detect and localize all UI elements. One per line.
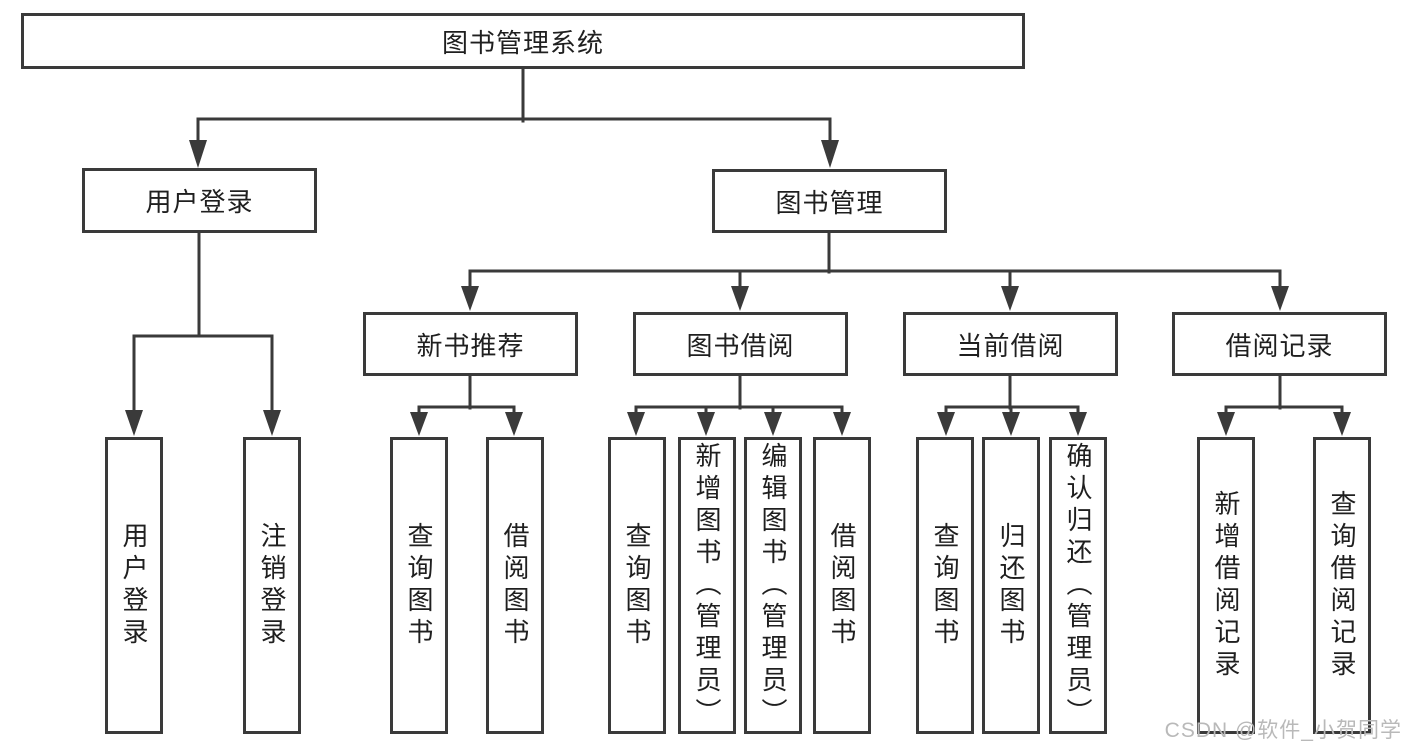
leaf-label: 查询图书 (404, 521, 434, 650)
leaf-label: 编辑图书（管理员） (758, 441, 788, 730)
arrow-icon (697, 412, 715, 436)
node-current-borrow-label: 当前借阅 (956, 330, 1065, 361)
node-user-login-label: 用户登录 (145, 187, 254, 217)
arrow-icon (263, 410, 281, 436)
leaf-label: 新增借阅记录 (1211, 489, 1241, 682)
node-current-borrow-leaf-query-books: 查询图书 (916, 437, 974, 734)
arrow-icon (1333, 412, 1351, 436)
node-book-borrow: 图书借阅 (633, 312, 848, 376)
arrow-icon (833, 412, 851, 436)
node-borrow-records-leaf-query-record: 查询借阅记录 (1313, 437, 1371, 734)
leaf-label: 注销登录 (257, 521, 287, 650)
node-current-borrow-leaf-confirm-return-admin: 确认归还（管理员） (1049, 437, 1107, 734)
node-book-borrow-leaf-query-books: 查询图书 (608, 437, 666, 734)
arrow-icon (1001, 286, 1019, 311)
arrow-icon (821, 140, 839, 168)
arrow-icon (461, 286, 479, 311)
node-user-login-leaf-logout: 注销登录 (243, 437, 301, 734)
arrow-icon (1271, 286, 1289, 311)
arrow-icon (125, 410, 143, 436)
arrow-icon (410, 412, 428, 436)
leaf-label: 查询图书 (622, 521, 652, 650)
leaf-label: 归还图书 (996, 521, 1026, 650)
leaf-label: 确认归还（管理员） (1063, 441, 1093, 730)
node-current-borrow: 当前借阅 (903, 312, 1118, 376)
node-borrow-records-label: 借阅记录 (1225, 330, 1334, 361)
arrow-icon (189, 140, 207, 168)
arrow-icon (1069, 412, 1087, 436)
leaf-label: 查询图书 (930, 521, 960, 650)
node-borrow-records-leaf-add-record: 新增借阅记录 (1197, 437, 1255, 734)
connector-path (132, 67, 1344, 418)
node-borrow-records: 借阅记录 (1172, 312, 1387, 376)
node-book-borrow-leaf-borrow-books: 借阅图书 (813, 437, 871, 734)
node-current-borrow-leaf-return-books: 归还图书 (982, 437, 1040, 734)
node-book-borrow-leaf-edit-books-admin: 编辑图书（管理员） (744, 437, 802, 734)
node-new-book-recommend-label: 新书推荐 (416, 330, 525, 361)
node-book-management-label: 图书管理 (775, 187, 884, 218)
leaf-label: 查询借阅记录 (1327, 489, 1357, 682)
leaf-label: 借阅图书 (827, 521, 857, 650)
node-new-book-leaf-borrow-books: 借阅图书 (486, 437, 544, 734)
node-user-login-leaf-login: 用户登录 (105, 437, 163, 734)
node-user-login: 用户登录 (82, 168, 317, 233)
arrow-icon (505, 412, 523, 436)
arrow-icon (731, 286, 749, 311)
node-new-book-recommend: 新书推荐 (363, 312, 578, 376)
arrow-icon (1217, 412, 1235, 436)
node-new-book-leaf-query-books: 查询图书 (390, 437, 448, 734)
leaf-label: 新增图书（管理员） (692, 441, 722, 730)
node-book-management: 图书管理 (712, 169, 947, 233)
arrowheads (125, 140, 1351, 436)
leaf-label: 用户登录 (119, 521, 149, 650)
leaf-label: 借阅图书 (500, 521, 530, 650)
node-root-label: 图书管理系统 (441, 27, 604, 58)
watermark: CSDN @软件_小贺同学 (1164, 719, 1402, 742)
node-book-borrow-leaf-add-books-admin: 新增图书（管理员） (678, 437, 736, 734)
node-root: 图书管理系统 (21, 13, 1025, 69)
arrow-icon (937, 412, 955, 436)
arrow-icon (764, 412, 782, 436)
arrow-icon (627, 412, 645, 436)
node-book-borrow-label: 图书借阅 (686, 330, 795, 361)
arrow-icon (1002, 412, 1020, 436)
